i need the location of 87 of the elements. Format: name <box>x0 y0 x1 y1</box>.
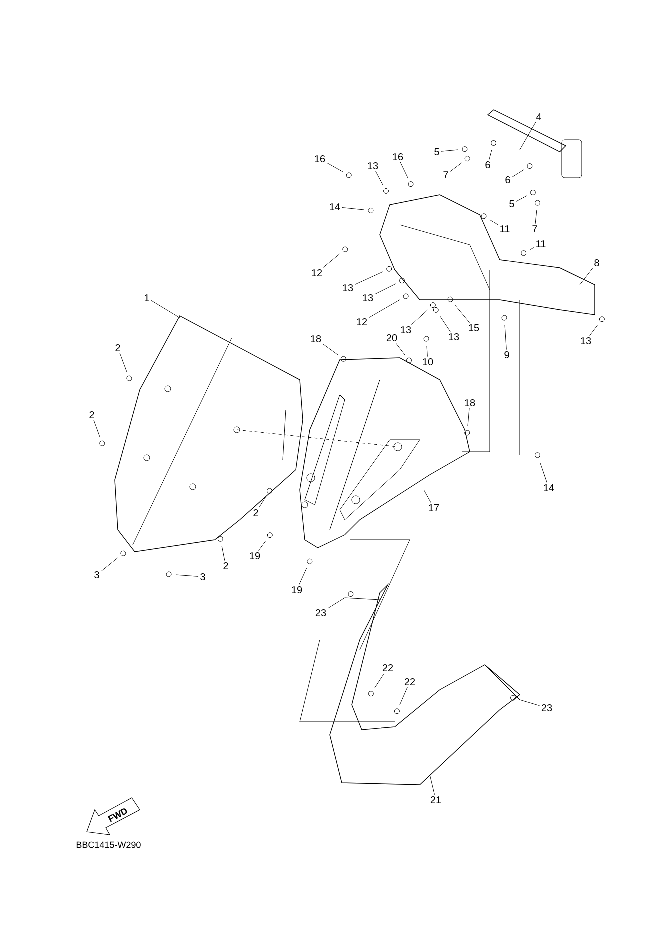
leader-line <box>450 162 462 172</box>
callout-number: 3 <box>94 571 100 579</box>
leader-line <box>590 324 598 336</box>
callout-number: 11 <box>500 226 510 232</box>
callout-number: 22 <box>382 664 394 672</box>
leader-line <box>580 268 594 286</box>
callout-number: 13 <box>581 337 592 345</box>
leader-line <box>342 208 364 210</box>
callout-number: 16 <box>315 155 326 163</box>
leader-line <box>355 272 384 285</box>
callout-number: 12 <box>357 318 368 326</box>
leader-line <box>396 343 406 356</box>
leader-line <box>222 546 226 562</box>
leader-line <box>327 162 344 172</box>
callout-number: 23 <box>316 609 326 617</box>
callout-number: 7 <box>444 172 448 178</box>
leader-line <box>520 122 536 150</box>
leader-line <box>520 700 540 706</box>
leader-line <box>375 284 396 295</box>
callout-number: 5 <box>510 200 514 208</box>
leader-line <box>94 420 100 438</box>
callout-number: 16 <box>393 153 404 161</box>
callout-number: 2 <box>254 510 258 516</box>
callout-number: 19 <box>250 552 260 560</box>
callout-number: 13 <box>368 162 378 170</box>
leader-line <box>490 220 498 226</box>
leader-line <box>299 568 308 586</box>
leader-line <box>369 300 400 318</box>
callout-number: 1 <box>144 294 150 302</box>
callout-number: 10 <box>423 358 434 366</box>
callout-number: 8 <box>594 259 600 267</box>
leader-line <box>259 496 266 508</box>
callout-number: 7 <box>532 226 538 232</box>
callout-number: 13 <box>363 294 374 302</box>
leader-line <box>454 304 470 324</box>
leader-line <box>120 352 128 372</box>
leader-line <box>512 170 524 178</box>
callout-number: 6 <box>506 176 510 184</box>
callout-number: 2 <box>116 344 120 352</box>
leader-line <box>151 300 180 318</box>
leader-line <box>328 598 346 609</box>
leader-line <box>400 686 408 706</box>
callout-number: 13 <box>343 284 354 292</box>
callout-number: 3 <box>200 573 206 581</box>
callout-number: 2 <box>90 412 94 418</box>
callout-number: 9 <box>504 351 510 359</box>
leader-line <box>101 558 118 572</box>
leader-line <box>441 150 458 152</box>
leader-line <box>258 540 266 552</box>
callout-number: 5 <box>434 148 440 156</box>
callout-number: 18 <box>465 399 476 407</box>
leader-line <box>430 774 435 796</box>
callout-number: 11 <box>536 240 546 248</box>
callout-number: 23 <box>542 704 552 712</box>
callout-number: 17 <box>429 504 440 512</box>
callout-number: 13 <box>401 326 412 334</box>
leader-line <box>440 316 451 332</box>
leader-line <box>530 248 534 250</box>
callout-number: 6 <box>486 161 490 169</box>
callout-number: 2 <box>224 562 228 570</box>
callout-number: 14 <box>330 204 340 210</box>
callout-number: 21 <box>430 796 442 804</box>
callout-number: 18 <box>311 335 322 343</box>
callout-number: 13 <box>449 333 460 341</box>
callout-number: 4 <box>536 114 542 120</box>
leader-line <box>468 408 470 426</box>
leader-line <box>400 162 408 178</box>
leader-line <box>516 196 528 202</box>
callout-number: 22 <box>404 678 416 686</box>
callout-number: 19 <box>292 586 302 594</box>
leader-line <box>426 346 428 358</box>
callout-number: 14 <box>544 484 554 492</box>
leader-line <box>323 254 340 268</box>
leader-line <box>412 310 428 326</box>
leader-line <box>504 324 507 350</box>
leader-line <box>535 210 538 224</box>
leader-line <box>489 150 492 160</box>
callout-number: 15 <box>469 324 480 332</box>
leader-line <box>540 462 548 484</box>
leader-line <box>176 574 199 577</box>
leader-line <box>424 490 432 504</box>
leader-line <box>376 171 384 186</box>
leader-line <box>322 344 338 356</box>
callout-number: 12 <box>312 270 322 276</box>
leader-line <box>374 672 385 688</box>
callout-number: 20 <box>386 334 398 342</box>
drawing-number: BBC1415-W290 <box>76 842 141 848</box>
